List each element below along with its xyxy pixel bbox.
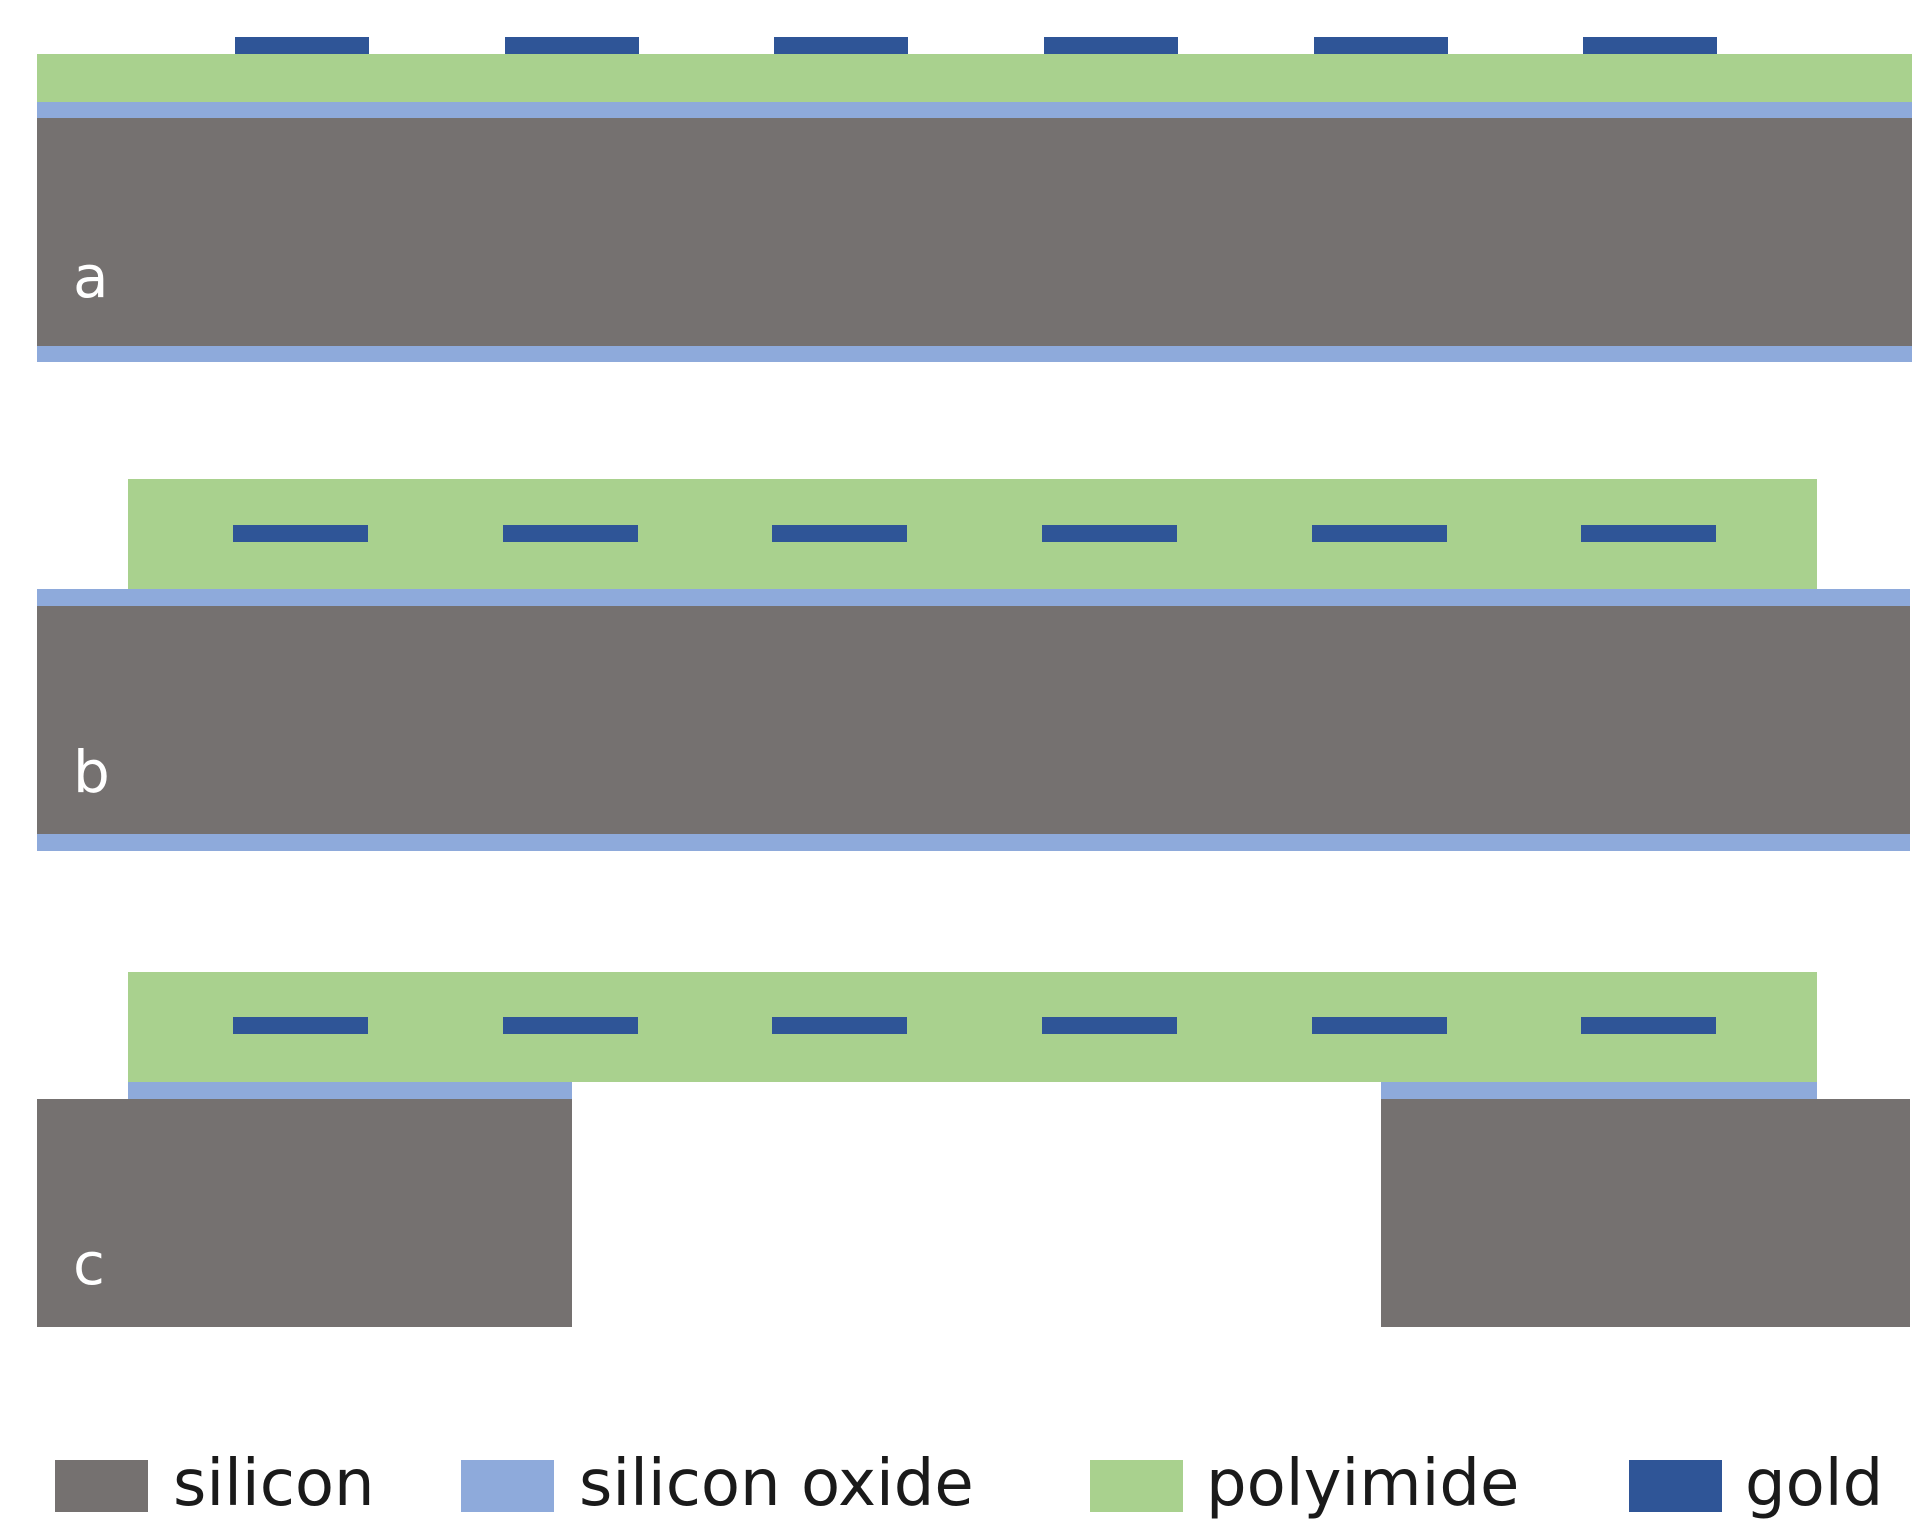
panel-b: b — [37, 479, 1910, 851]
panel-a-bottom-oxide-layer — [37, 346, 1912, 362]
panel-b-gold-electrode — [1581, 525, 1716, 542]
panel-c-left-oxide-layer — [128, 1082, 572, 1099]
panel-b-silicon-substrate — [37, 606, 1910, 834]
panel-a-label: a — [73, 243, 109, 311]
panel-c-right-silicon-support — [1381, 1099, 1910, 1327]
panel-b-gold-electrode — [1312, 525, 1447, 542]
panel-c-polyimide-membrane — [128, 972, 1817, 1082]
panel-b-top-oxide-layer — [37, 589, 1910, 606]
panel-c-gold-electrode — [233, 1017, 368, 1034]
panel-b-bottom-oxide-layer — [37, 834, 1910, 851]
panel-c-gold-electrode — [1042, 1017, 1177, 1034]
panel-b-label: b — [73, 738, 110, 806]
legend-swatch-silicon-oxide — [461, 1460, 554, 1512]
panel-a-gold-electrode — [505, 37, 639, 54]
panel-c: c — [37, 972, 1910, 1327]
legend-label-polyimide: polyimide — [1206, 1447, 1519, 1521]
legend-label-silicon: silicon — [173, 1447, 375, 1521]
panel-c-gold-electrode — [503, 1017, 638, 1034]
legend-label-gold: gold — [1745, 1447, 1883, 1521]
panel-c-gold-electrodes — [233, 1017, 1716, 1034]
legend-item-polyimide: polyimide — [1090, 1447, 1519, 1521]
legend: silicon silicon oxide polyimide gold — [55, 1447, 1883, 1521]
panel-c-gold-electrode — [772, 1017, 907, 1034]
panel-a-top-oxide-layer — [37, 102, 1912, 118]
panel-b-gold-electrode — [233, 525, 368, 542]
panel-a-gold-electrodes — [235, 37, 1717, 54]
panel-c-right-oxide-layer — [1381, 1082, 1817, 1099]
panel-c-left-silicon-support — [37, 1099, 572, 1327]
panel-c-label: c — [73, 1230, 105, 1298]
legend-item-silicon-oxide: silicon oxide — [461, 1447, 974, 1521]
legend-item-gold: gold — [1629, 1447, 1883, 1521]
panel-b-gold-electrode — [772, 525, 907, 542]
panel-b-gold-electrode — [503, 525, 638, 542]
panel-b-polyimide-layer — [128, 479, 1817, 589]
legend-swatch-polyimide — [1090, 1460, 1183, 1512]
legend-label-silicon-oxide: silicon oxide — [579, 1447, 974, 1521]
panel-a: a — [37, 37, 1912, 362]
legend-swatch-gold — [1629, 1460, 1722, 1512]
panel-a-gold-electrode — [1314, 37, 1448, 54]
panel-a-gold-electrode — [1044, 37, 1178, 54]
panel-c-gold-electrode — [1312, 1017, 1447, 1034]
panel-a-silicon-substrate — [37, 118, 1912, 346]
panel-a-gold-electrode — [235, 37, 369, 54]
panel-a-gold-electrode — [774, 37, 908, 54]
panel-c-gold-electrode — [1581, 1017, 1716, 1034]
panel-b-gold-electrodes — [233, 525, 1716, 542]
legend-item-silicon: silicon — [55, 1447, 375, 1521]
panel-a-polyimide-layer — [37, 54, 1912, 102]
legend-swatch-silicon — [55, 1460, 148, 1512]
panel-b-gold-electrode — [1042, 525, 1177, 542]
panel-a-gold-electrode — [1583, 37, 1717, 54]
